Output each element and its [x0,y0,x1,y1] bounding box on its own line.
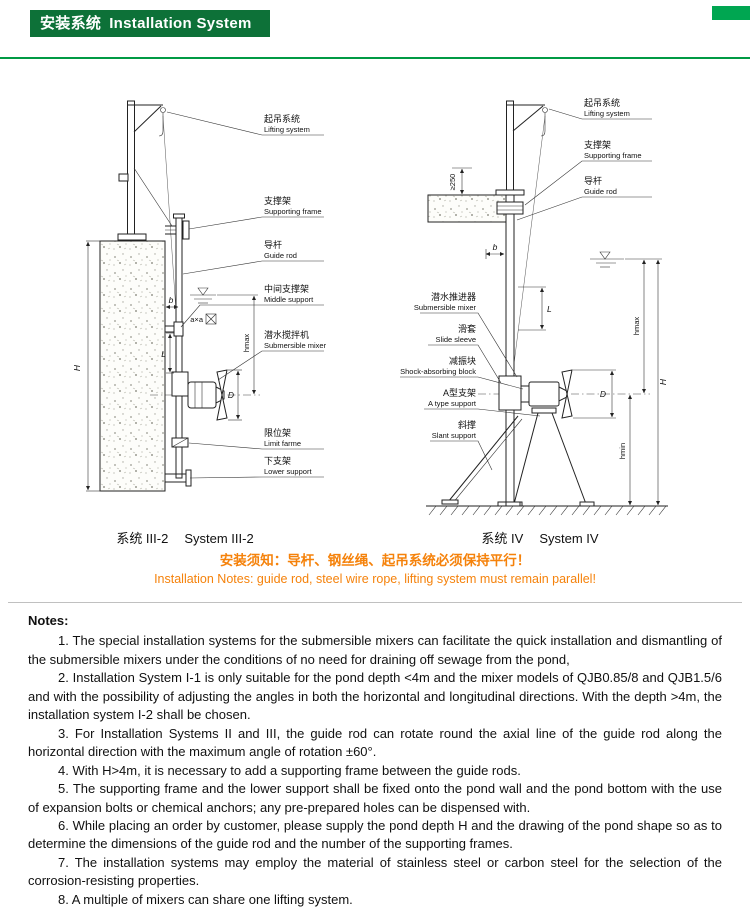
dim-L-right: L [547,304,552,314]
diagram-area: H b a×a L D hmax 起吊系统 Lifting system [0,60,750,548]
label-guide-zh: 导杆 [264,239,282,250]
deck-slab [427,194,507,223]
callouts-left: 起吊系统 Lifting system 支撑架 Supporting frame… [166,111,327,479]
installation-diagrams: H b a×a L D hmax 起吊系统 Lifting system [72,97,668,516]
caption-left: 系统 III-2 System III-2 [60,528,310,547]
installation-warning: 安装须知：导杆、钢丝绳、起吊系统必须保持平行！ Installation Not… [0,551,750,588]
label-guide-zh-r: 导杆 [584,175,602,186]
label-support-en: Supporting frame [264,207,322,216]
note-item-8: 8. A multiple of mixers can share one li… [58,891,353,907]
dim-H-left: H [72,364,82,371]
label-slant-en: Slant support [432,431,477,440]
note-item-3: 3. For Installation Systems II and III, … [28,725,722,760]
lifting-system-left [117,100,181,373]
guide-rod-left [173,213,185,479]
header-accent-block [712,6,750,20]
label-mixer-zh-r: 潜水推进器 [431,291,476,302]
dim-axa-left: a×a [190,315,204,324]
note-item-5: 5. The supporting frame and the lower su… [28,781,722,815]
warning-line-zh: 安装须知：导杆、钢丝绳、起吊系统必须保持平行！ [219,553,531,568]
note-item-1: 1. The special installation systems for … [28,633,722,667]
water-level-left [190,287,216,304]
dim-min250: ≥250 [448,174,457,191]
page-header: 安装系统 Installation System [30,10,270,37]
water-level-right [590,251,624,268]
middle-support-left [165,313,217,337]
label-middle-zh: 中间支撑架 [264,283,309,294]
label-slant-zh: 斜撑 [458,419,476,430]
note-item-7: 7. The installation systems may employ t… [28,854,722,889]
label-limit-en: Limit farme [264,439,301,448]
page-title-en: Installation System [109,15,252,32]
notes-heading: Notes: [28,613,69,628]
note-item-2: 2. Installation System I-1 is only suita… [28,670,722,723]
label-lifting-en: Lifting system [264,125,310,134]
label-shock-en: Shock-absorbing block [400,367,476,376]
dim-L-left: L [161,349,166,359]
slant-support [441,415,523,505]
dimensions-left: H b a×a L D hmax [72,240,258,492]
label-lifting-zh: 起吊系统 [264,113,300,124]
caption-left-zh: 系统 III-2 [116,531,169,546]
label-shock-zh: 减振块 [449,355,476,366]
dimensions-right: ≥250 b L D hmin hmax H [448,167,668,506]
limit-frame-left [171,437,189,448]
label-sleeve-zh: 滑套 [458,323,476,334]
dim-H-right: H [658,378,668,385]
caption-right: 系统 IV System IV [420,528,660,547]
label-lifting-zh-r: 起吊系统 [584,97,620,108]
label-guide-en: Guide rod [264,251,297,260]
dim-hmax-left: hmax [242,334,251,353]
pond-floor [426,505,668,516]
dim-b-left: b [169,295,174,305]
right-diagram: ≥250 b L D hmin hmax H [400,97,668,516]
warning-line-en: Installation Notes: guide rod, steel wir… [154,572,596,586]
dim-b-right: b [493,242,498,252]
dim-hmin-right: hmin [618,443,627,459]
notes-section: Notes: 1. The special installation syste… [28,612,722,909]
caption-left-en: System III-2 [184,531,254,546]
label-lifting-en-r: Lifting system [584,109,630,118]
submersible-mixer-left [150,369,260,421]
caption-right-en: System IV [539,531,599,546]
label-guide-en-r: Guide rod [584,187,617,196]
label-support-zh: 支撑架 [264,195,291,206]
page-title-zh: 安装系统 [40,15,102,32]
label-aframe-en: A type support [428,399,477,408]
section-divider [8,602,742,603]
submersible-mixer-right [478,369,650,419]
note-item-6: 6. While placing an order by customer, p… [28,817,722,852]
left-diagram: H b a×a L D hmax 起吊系统 Lifting system [72,100,327,492]
label-sleeve-en: Slide sleeve [436,335,476,344]
label-mixer-en-r: Submersible mixer [414,303,477,312]
lifting-system-right [495,100,548,373]
label-support-en-r: Supporting frame [584,151,642,160]
label-limit-zh: 限位架 [264,427,291,438]
header-rule [0,57,750,59]
note-item-4: 4. With H>4m, it is necessary to add a s… [58,762,521,778]
label-lower-zh: 下支架 [264,455,291,466]
label-lower-en: Lower support [264,467,312,476]
label-mixer-zh: 潜水搅拌机 [264,329,309,340]
callouts-right: 起吊系统 Lifting system 支撑架 Supporting frame… [400,97,652,471]
dim-D-right: D [600,389,606,399]
label-middle-en: Middle support [264,295,314,304]
dim-D-left: D [228,390,234,400]
label-mixer-en: Submersible mixer [264,341,327,350]
label-aframe-zh: A型支架 [443,387,476,398]
caption-right-zh: 系统 IV [481,531,524,546]
pool-wall [99,240,166,492]
dim-hmax-right: hmax [632,317,641,336]
guide-rod-right [497,194,523,507]
supporting-frame-right [496,201,524,215]
label-support-zh-r: 支撑架 [584,139,611,150]
